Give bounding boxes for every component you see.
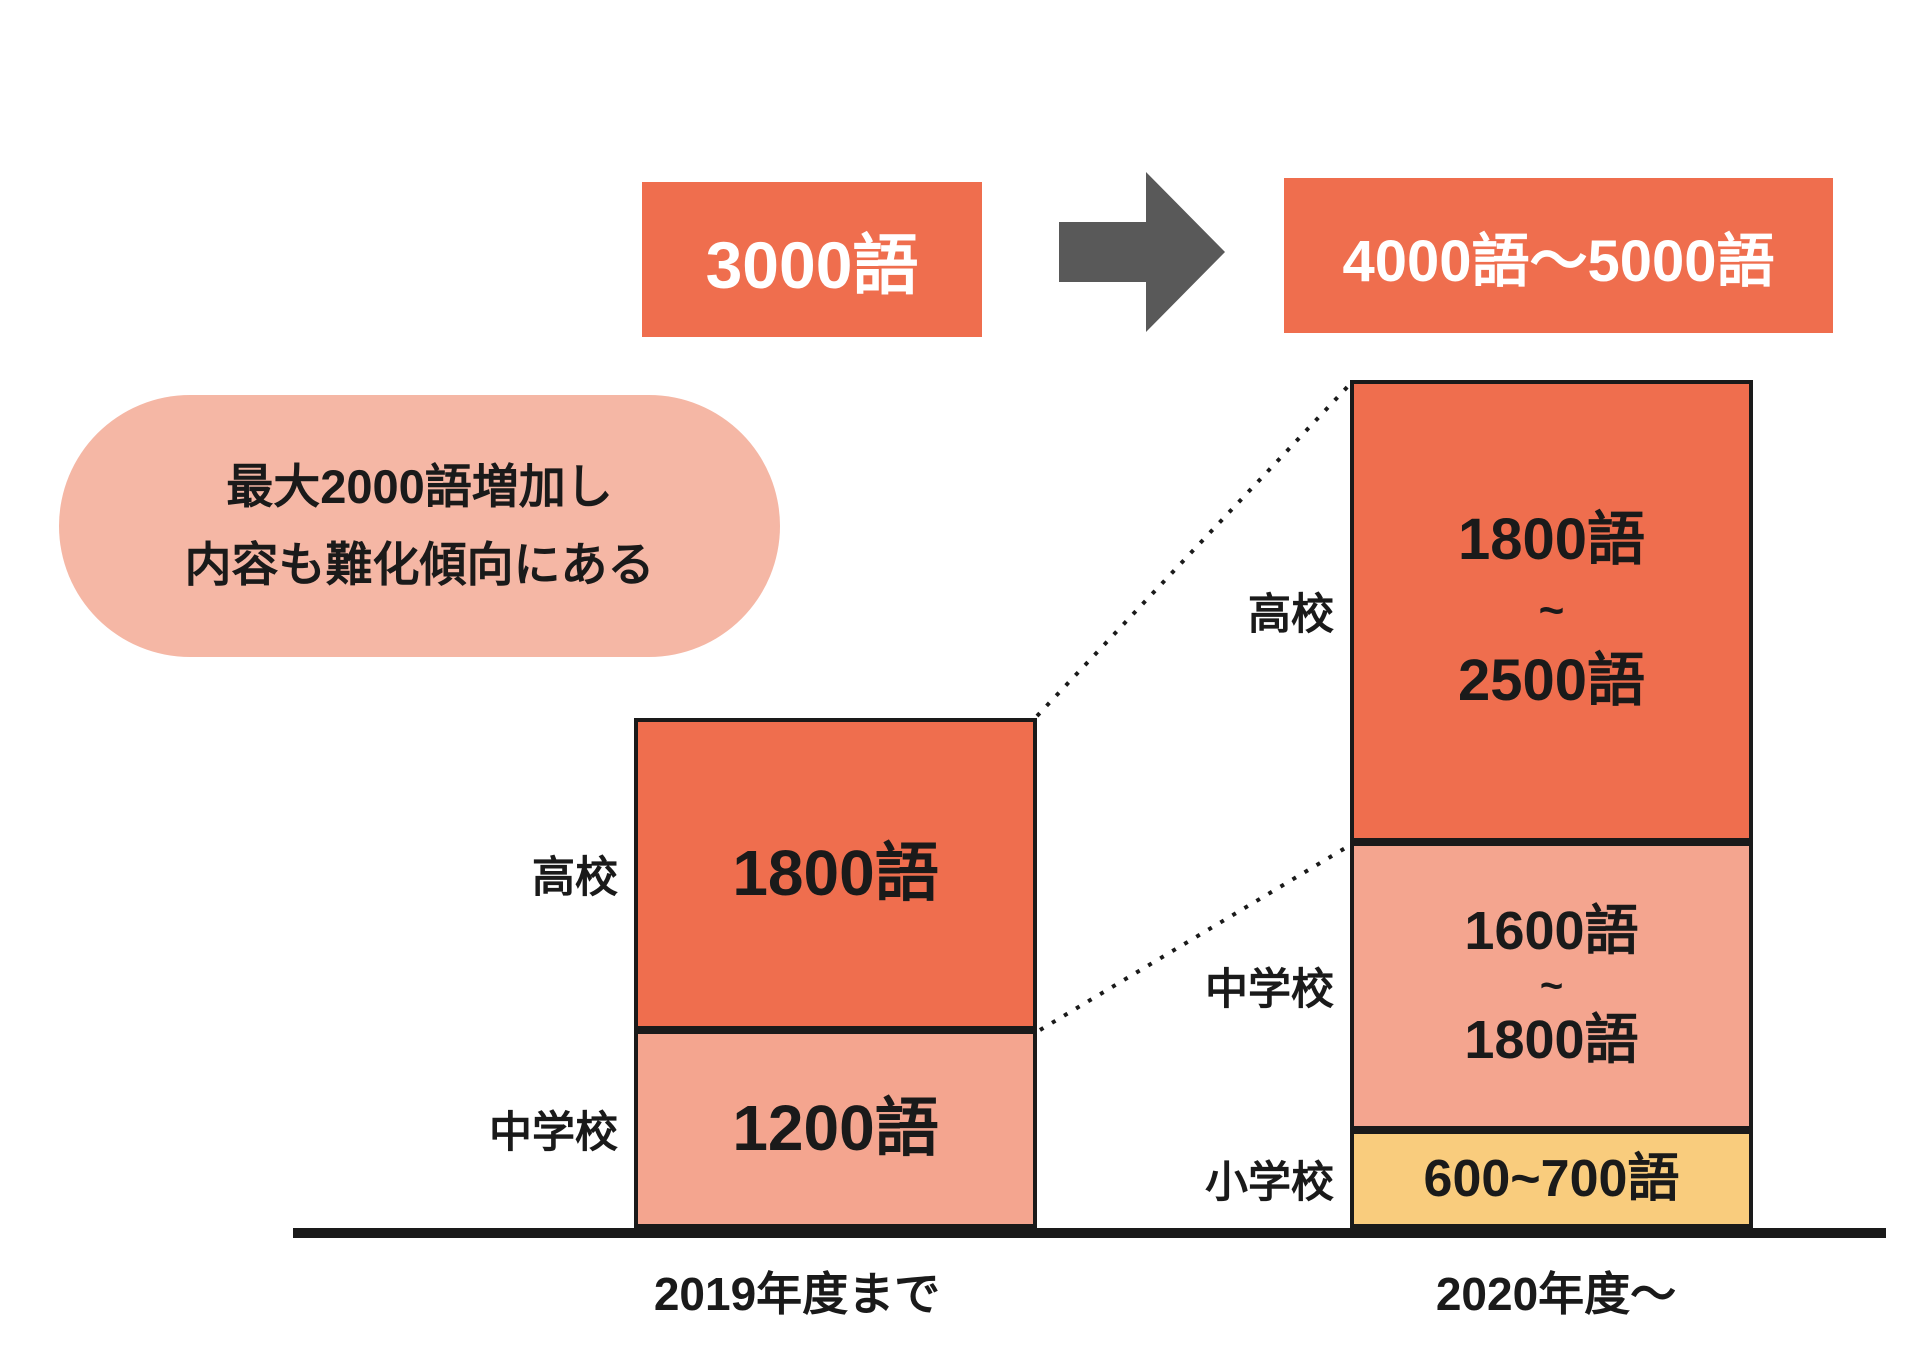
total-before-value: 3000語 bbox=[705, 227, 919, 302]
label-2020-juniorhigh: 中学校 bbox=[1205, 966, 1334, 1014]
bar-2020-juniorhigh-segment: 1600語 ~ 1800語 bbox=[1350, 842, 1753, 1130]
total-after-value: 4000語〜5000語 bbox=[1342, 228, 1775, 294]
bar-2020-elementary-segment: 600~700語 bbox=[1350, 1130, 1753, 1228]
bar-2019: 1800語 1200語 bbox=[634, 718, 1037, 1228]
bar-2020-highschool-tilde: ~ bbox=[1538, 586, 1565, 635]
x-axis-baseline bbox=[293, 1228, 1886, 1238]
bar-2019-juniorhigh-value: 1200語 bbox=[732, 1092, 939, 1165]
right-arrow-icon bbox=[1059, 172, 1225, 332]
bar-2020-juniorhigh-max: 1800語 bbox=[1464, 1010, 1639, 1070]
bar-2020-juniorhigh-min: 1600語 bbox=[1464, 901, 1639, 962]
label-2019-highschool: 高校 bbox=[532, 854, 618, 902]
label-2020-highschool: 高校 bbox=[1248, 591, 1334, 639]
bar-2020-highschool-segment: 1800語 ~ 2500語 bbox=[1350, 380, 1753, 842]
callout-bubble: 最大2000語増加し 内容も難化傾向にある bbox=[59, 395, 780, 657]
bar-2020-highschool-min: 1800語 bbox=[1457, 507, 1646, 573]
axis-label-2019: 2019年度まで bbox=[653, 1268, 941, 1320]
total-before-box: 3000語 bbox=[642, 182, 982, 337]
callout-line-2: 内容も難化傾向にある bbox=[184, 538, 655, 591]
bar-2019-highschool-segment: 1800語 bbox=[634, 718, 1037, 1030]
label-2019-juniorhigh: 中学校 bbox=[489, 1109, 618, 1157]
bar-2020-highschool-max: 2500語 bbox=[1457, 648, 1646, 713]
total-after-box: 4000語〜5000語 bbox=[1284, 178, 1833, 333]
axis-label-2020: 2020年度〜 bbox=[1435, 1268, 1677, 1320]
bar-2019-juniorhigh-segment: 1200語 bbox=[634, 1030, 1037, 1228]
bar-2020-juniorhigh-tilde: ~ bbox=[1539, 964, 1564, 1008]
bar-2020-elementary-value: 600~700語 bbox=[1423, 1149, 1680, 1208]
bar-2019-highschool-value: 1800語 bbox=[732, 837, 939, 910]
bar-2020: 1800語 ~ 2500語 1600語 ~ 1800語 600~700語 bbox=[1350, 380, 1753, 1228]
label-2020-elementary: 小学校 bbox=[1205, 1159, 1334, 1207]
callout-line-1: 最大2000語増加し bbox=[226, 460, 613, 514]
